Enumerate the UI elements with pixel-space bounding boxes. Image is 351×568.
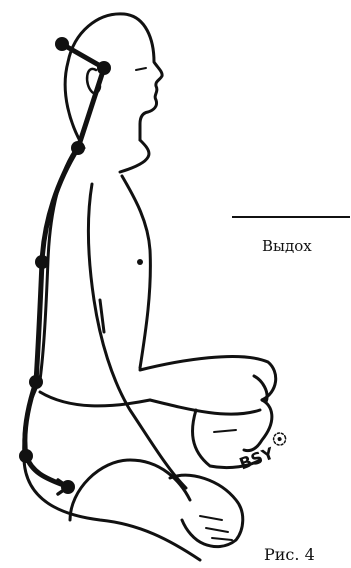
energy-point <box>29 375 43 389</box>
neck-shoulder <box>120 140 149 172</box>
energy-point <box>97 61 111 75</box>
back-contour <box>24 146 78 460</box>
arm-outline <box>88 184 186 488</box>
annotation-rule <box>232 216 350 218</box>
energy-point <box>71 141 85 155</box>
energy-point <box>19 449 33 463</box>
figure-caption: Рис. 4 <box>264 545 315 564</box>
waist-line <box>40 392 150 406</box>
foot <box>244 400 272 451</box>
head-outline <box>65 14 162 148</box>
fingers <box>200 516 232 540</box>
torso-front <box>122 176 150 368</box>
thigh-lower <box>150 400 260 414</box>
arm-inner <box>100 300 104 332</box>
energy-point <box>61 480 75 494</box>
svg-text:BSY: BSY <box>237 443 277 473</box>
exhale-label: Выдох <box>262 237 312 255</box>
nipple <box>137 259 143 265</box>
eye <box>136 68 146 70</box>
energy-point <box>35 255 49 269</box>
shin-inner <box>214 430 236 432</box>
energy-point <box>55 37 69 51</box>
lower-leg-curve <box>70 460 190 520</box>
